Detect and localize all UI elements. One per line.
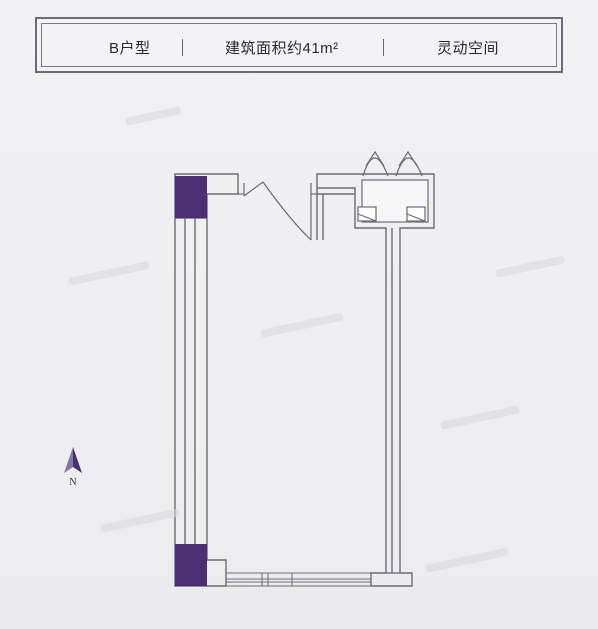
south-window xyxy=(225,572,372,587)
banner-inner-border xyxy=(41,23,557,67)
bathroom-fixtures xyxy=(357,150,429,223)
watermark-mark-7 xyxy=(425,548,509,573)
watermark-mark-2 xyxy=(495,256,565,278)
unit-type-label: B户型 xyxy=(109,40,151,57)
watermark-mark-4 xyxy=(260,313,344,338)
watermark-mark-6 xyxy=(100,508,180,533)
watermark-mark-3 xyxy=(68,261,150,286)
banner-separator-2 xyxy=(383,39,384,56)
entry-door xyxy=(238,181,317,241)
watermark-mark-5 xyxy=(440,405,520,430)
north-arrow-icon xyxy=(64,447,82,473)
right-wall-outline xyxy=(316,173,435,587)
north-label: N xyxy=(69,477,77,488)
structural-column-bottom xyxy=(175,544,207,586)
banner-separator-1 xyxy=(182,39,183,56)
area-label: 建筑面积约41m² xyxy=(225,40,339,57)
header-banner: B户型 建筑面积约41m² 灵动空间 xyxy=(35,17,563,73)
watermark-mark-1 xyxy=(125,106,181,126)
structural-column-top xyxy=(175,176,207,218)
feature-label: 灵动空间 xyxy=(437,40,500,57)
north-compass: N xyxy=(60,445,86,495)
